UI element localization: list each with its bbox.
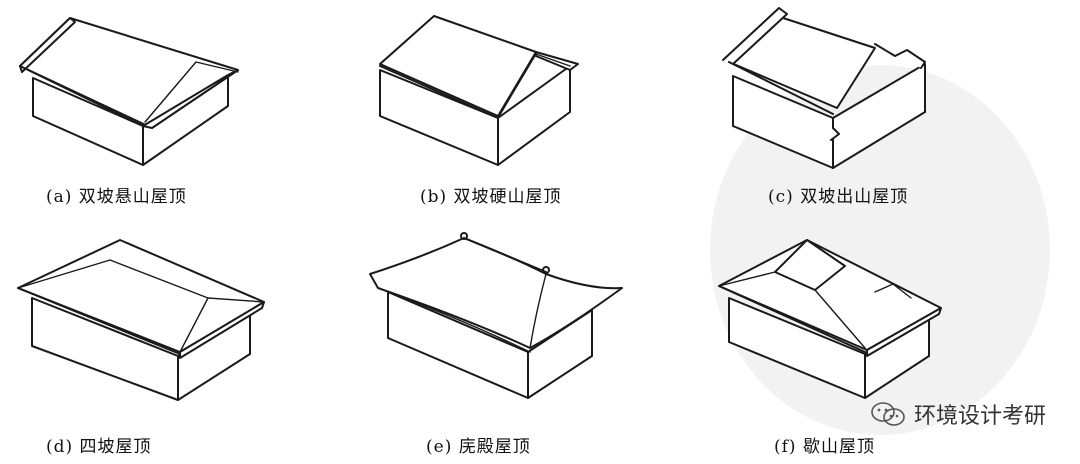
roof-surface — [369, 237, 623, 349]
gable-wall — [832, 63, 926, 169]
roof-verge — [19, 17, 76, 73]
caption-d: (d) 四坡屋顶 — [46, 437, 152, 457]
figure-a-overhanging-gable-roof — [19, 17, 239, 166]
wechat-icon — [871, 402, 905, 426]
roof-eave — [179, 301, 265, 359]
figure-d-hip-roof — [17, 239, 265, 401]
caption-b: (b) 双坡硬山屋顶 — [420, 187, 562, 207]
watermark: 环境设计考研 — [870, 398, 1046, 430]
figure-b-flush-gable-roof — [379, 15, 579, 166]
parapet-right — [874, 43, 926, 69]
figure-e-hip-hall-roof — [369, 232, 623, 399]
watermark-text: 环境设计考研 — [913, 404, 1046, 429]
roof-eave — [866, 307, 942, 357]
parapet-foot — [830, 117, 840, 141]
parapet-left — [722, 7, 788, 65]
gable-wall — [497, 65, 571, 166]
caption-a: (a) 双坡悬山屋顶 — [46, 187, 187, 207]
caption-e: (e) 庑殿屋顶 — [426, 437, 531, 457]
figure-c-parapet-gable-roof — [722, 7, 926, 169]
figure-f-gable-and-hip-roof — [718, 239, 942, 399]
caption-f: (f) 歇山屋顶 — [774, 437, 875, 457]
caption-c: (c) 双坡出山屋顶 — [768, 187, 909, 207]
